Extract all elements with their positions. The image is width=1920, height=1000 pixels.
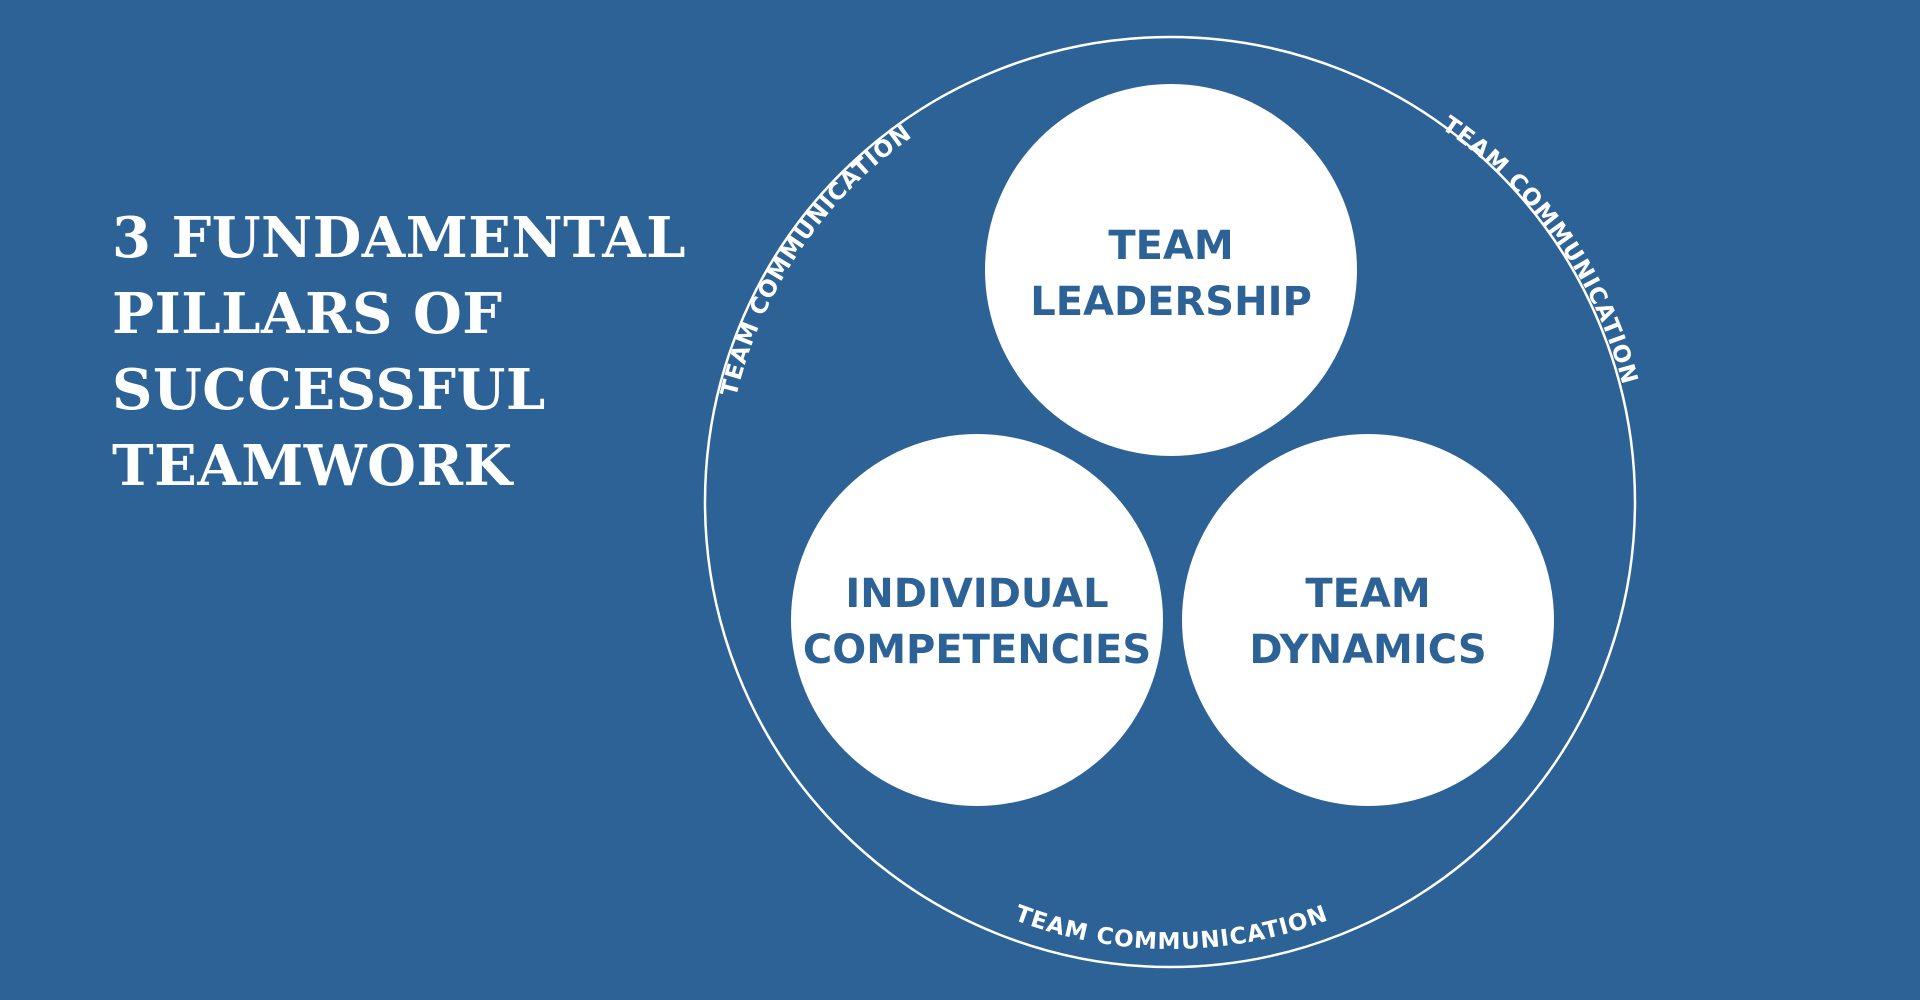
headline-line: SUCCESSFUL (112, 357, 546, 423)
pillar-label-line: COMPETENCIES (803, 627, 1151, 673)
pillar-circle (985, 84, 1357, 456)
pillar-circle (1182, 434, 1554, 806)
pillar-individual-competencies: INDIVIDUAL COMPETENCIES (791, 434, 1163, 806)
pillar-circle (791, 434, 1163, 806)
pillar-label-line: TEAM (1305, 571, 1430, 617)
ring-label-left: TEAM COMMUNICATION (716, 120, 916, 399)
headline-line: PILLARS OF (112, 281, 503, 347)
headline: 3 FUNDAMENTAL PILLARS OF SUCCESSFUL TEAM… (112, 200, 687, 504)
pillar-team-leadership: TEAM LEADERSHIP (985, 84, 1357, 456)
headline-line: TEAMWORK (112, 433, 513, 499)
ring-label-right: TEAM COMMUNICATION (1437, 112, 1642, 388)
ring-label-bottom: TEAM COMMUNICATION (1011, 901, 1331, 955)
headline-line: 3 FUNDAMENTAL (112, 205, 687, 271)
pillar-label-line: INDIVIDUAL (845, 571, 1108, 617)
communication-ring (703, 35, 1637, 969)
pillar-team-dynamics: TEAM DYNAMICS (1182, 434, 1554, 806)
pillar-label-line: LEADERSHIP (1030, 279, 1312, 325)
pillar-label-line: DYNAMICS (1249, 627, 1486, 673)
pillar-label-line: TEAM (1108, 223, 1233, 269)
